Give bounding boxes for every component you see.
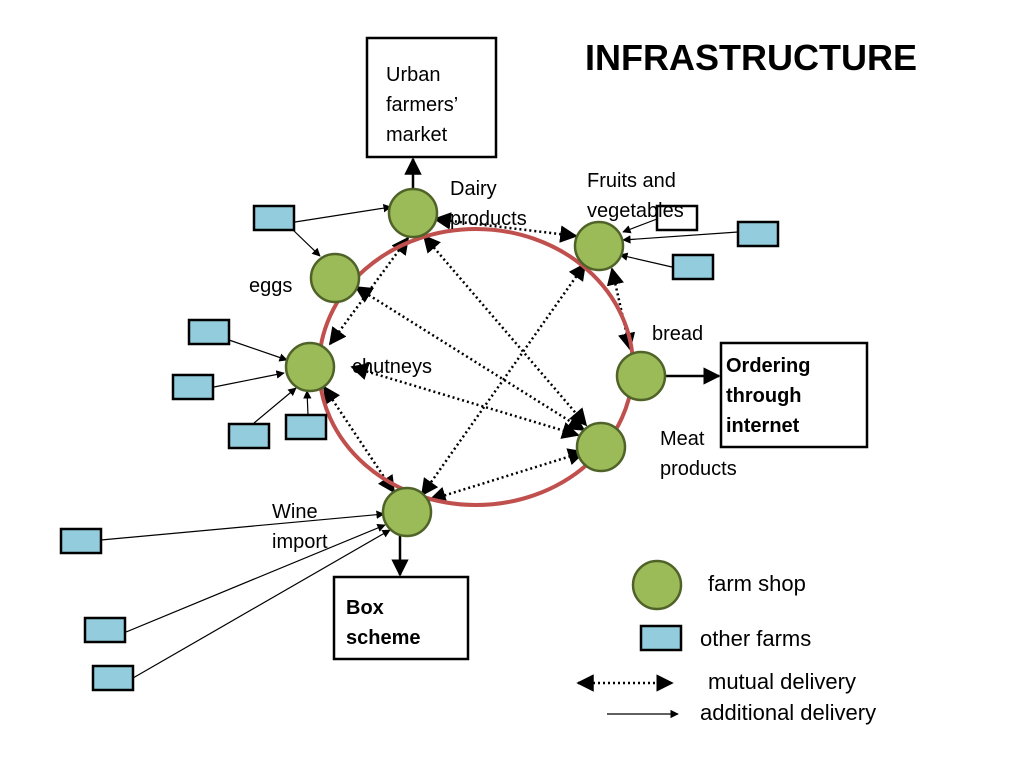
meat-label-2: products [660, 458, 737, 480]
box-scheme-outlet: Box scheme [332, 575, 470, 661]
other-farms [59, 204, 780, 692]
legend-mutual-delivery-label: mutual delivery [708, 669, 856, 694]
fruits-label-2: vegetables [587, 200, 684, 222]
empty-farm-box [655, 204, 699, 232]
box-scheme-label-1: Box [346, 597, 384, 619]
other-farm [227, 422, 271, 450]
legend-farm-shop-icon [631, 559, 683, 611]
internet-label-3: internet [726, 415, 800, 437]
meat-label-1: Meat [660, 428, 705, 450]
wine-label-1: Wine [272, 501, 318, 523]
other-farm [671, 253, 715, 281]
farm-shop-eggs [309, 252, 361, 304]
legend: farm shop other farms mutual delivery ad… [576, 559, 876, 725]
additional-delivery-lines [100, 204, 739, 679]
other-farm [252, 204, 296, 232]
internet-label-1: Ordering [726, 355, 810, 377]
box-scheme-label-2: scheme [346, 627, 421, 649]
farm-shop-bread [615, 350, 667, 402]
farm-shop-chutneys [284, 341, 336, 393]
legend-additional-delivery-label: additional delivery [700, 700, 876, 725]
urban-market-label-2: farmers’ [386, 94, 458, 116]
urban-market-outlet: Urban farmers’ market [365, 36, 498, 159]
legend-farm-shop-label: farm shop [708, 571, 806, 596]
other-farm [736, 220, 780, 248]
eggs-label: eggs [249, 275, 292, 297]
urban-market-label-3: market [386, 124, 448, 146]
other-farm [187, 318, 231, 346]
farm-shop-meat [575, 421, 627, 473]
legend-other-farms-icon [639, 624, 683, 652]
other-farm [83, 616, 127, 644]
farm-shop-wine [381, 486, 433, 538]
dairy-label-2: products [450, 208, 527, 230]
urban-market-label-1: Urban [386, 64, 440, 86]
page-title: INFRASTRUCTURE [585, 37, 917, 78]
other-farm [91, 664, 135, 692]
bread-label: bread [652, 323, 703, 345]
wine-label-2: import [272, 531, 328, 553]
farm-shops [284, 187, 667, 538]
internet-label-2: through [726, 385, 802, 407]
other-farm [59, 527, 103, 555]
chutneys-label: chutneys [352, 356, 432, 378]
mutual-delivery-lines [322, 212, 636, 504]
fruits-label-1: Fruits and [587, 170, 676, 192]
farm-shop-fruits [573, 220, 625, 272]
dairy-label-1: Dairy [450, 178, 497, 200]
internet-outlet: Ordering through internet [719, 341, 869, 449]
other-farm [284, 413, 328, 441]
farm-shop-dairy [387, 187, 439, 239]
other-farm [171, 373, 215, 401]
legend-other-farms-label: other farms [700, 626, 811, 651]
